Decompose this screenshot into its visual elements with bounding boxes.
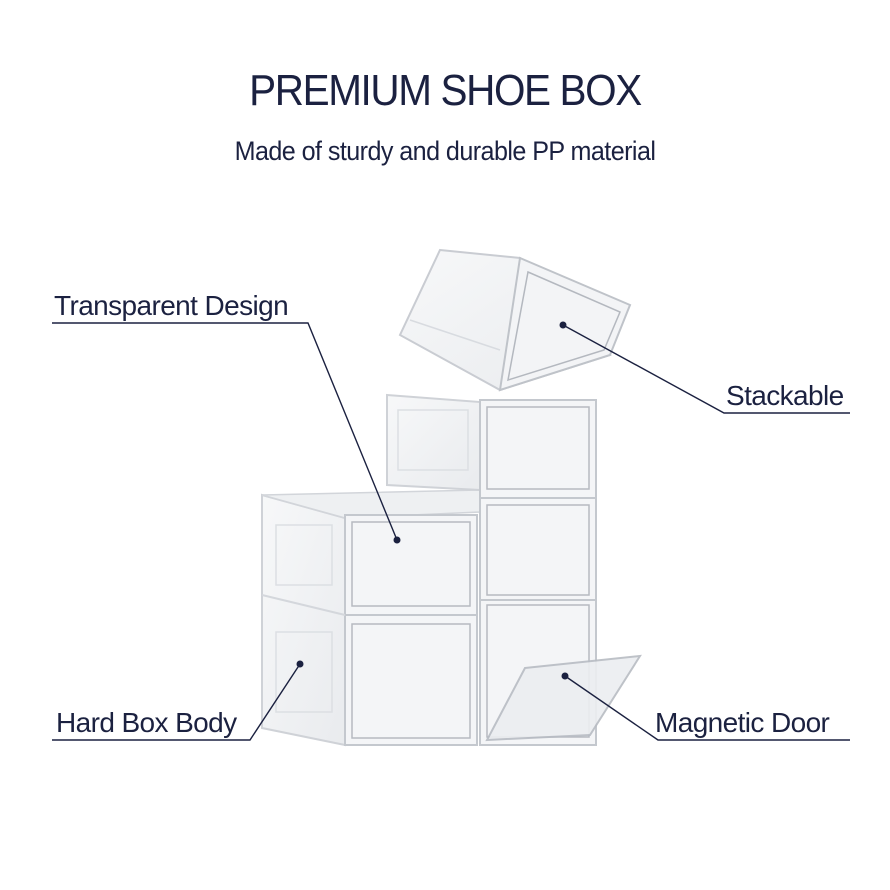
box-bottom-left xyxy=(261,489,481,747)
callout-magnetic-door: Magnetic Door xyxy=(655,707,830,738)
box-top-tilted xyxy=(398,248,632,392)
callout-hard-box-body: Hard Box Body xyxy=(56,707,237,738)
box-right-column xyxy=(386,393,642,746)
callout-stackable: Stackable xyxy=(726,380,844,411)
page-subtitle: Made of sturdy and durable PP material xyxy=(234,136,656,166)
page-title: PREMIUM SHOE BOX xyxy=(249,66,642,115)
leader-lines xyxy=(52,322,850,741)
callout-transparent-design: Transparent Design xyxy=(54,290,289,321)
leader-dots xyxy=(296,321,569,680)
